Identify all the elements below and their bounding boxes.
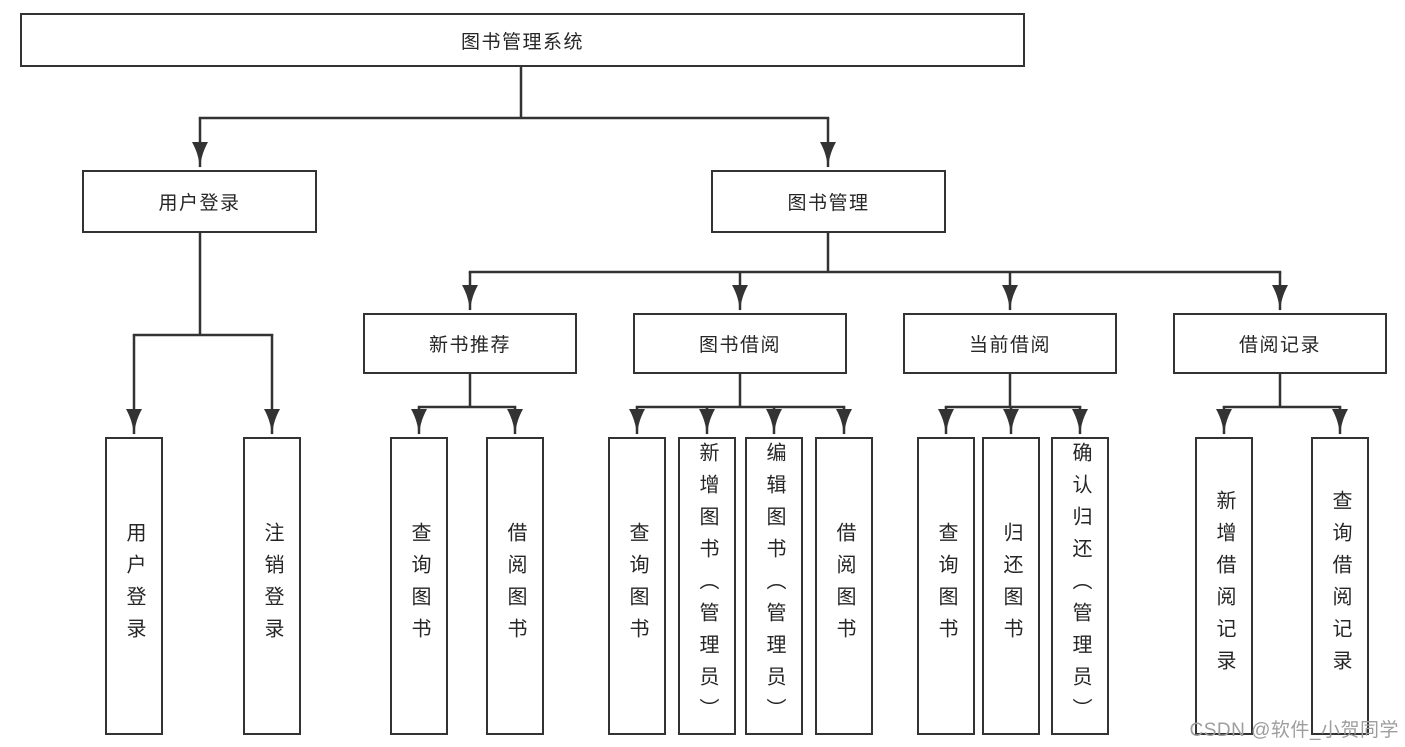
node-current-borrow: 当前借阅 [903,313,1117,374]
leaf-logout-label: 注销登录 [261,522,283,650]
leaf-user-login: 用户登录 [105,437,163,735]
leaf-borrow-books: 借阅图书 [815,437,873,735]
node-user-login: 用户登录 [82,170,317,233]
leaf-return-book: 归还图书 [982,437,1040,735]
leaf-confirm-return-admin: 确认归还（管理员） [1051,437,1109,735]
node-root-label: 图书管理系统 [460,31,584,53]
leaf-query-books-recommend: 查询图书 [390,437,448,735]
leaf-borrow-books-recommend: 借阅图书 [486,437,544,735]
leaf-borrow-books-recommend-label: 借阅图书 [504,522,526,650]
leaf-confirm-return-admin-label: 确认归还（管理员） [1069,442,1091,730]
node-book-management: 图书管理 [711,170,946,233]
leaf-query-borrow-record: 查询借阅记录 [1311,437,1369,735]
node-new-book-recommend: 新书推荐 [363,313,577,374]
leaf-user-login-label: 用户登录 [123,522,145,650]
connector-arrows [126,118,1348,435]
node-book-management-label: 图书管理 [787,193,870,214]
leaf-query-books-current-label: 查询图书 [935,522,957,650]
leaf-logout: 注销登录 [243,437,301,735]
leaf-query-books-recommend-label: 查询图书 [408,522,430,650]
leaf-query-borrow-record-label: 查询借阅记录 [1329,490,1351,682]
node-book-borrow: 图书借阅 [633,313,847,374]
node-book-borrow-label: 图书借阅 [698,335,781,356]
node-root: 图书管理系统 [20,13,1025,67]
node-borrow-records-label: 借阅记录 [1238,335,1321,356]
node-new-book-recommend-label: 新书推荐 [428,335,511,356]
leaf-query-books-current: 查询图书 [917,437,975,735]
leaf-add-book-admin-label: 新增图书（管理员） [696,442,718,730]
node-current-borrow-label: 当前借阅 [968,335,1051,356]
leaf-return-book-label: 归还图书 [1000,522,1022,650]
leaf-edit-book-admin-label: 编辑图书（管理员） [763,442,785,730]
leaf-add-borrow-record: 新增借阅记录 [1195,437,1253,735]
leaf-query-books-borrow: 查询图书 [608,437,666,735]
leaf-add-book-admin: 新增图书（管理员） [678,437,736,735]
leaf-edit-book-admin: 编辑图书（管理员） [745,437,803,735]
csdn-watermark: CSDN @软件_小贺同学 [1189,720,1399,741]
leaf-borrow-books-label: 借阅图书 [833,522,855,650]
leaf-query-books-borrow-label: 查询图书 [626,522,648,650]
node-borrow-records: 借阅记录 [1173,313,1387,374]
node-user-login-label: 用户登录 [158,193,241,214]
leaf-add-borrow-record-label: 新增借阅记录 [1213,490,1235,682]
